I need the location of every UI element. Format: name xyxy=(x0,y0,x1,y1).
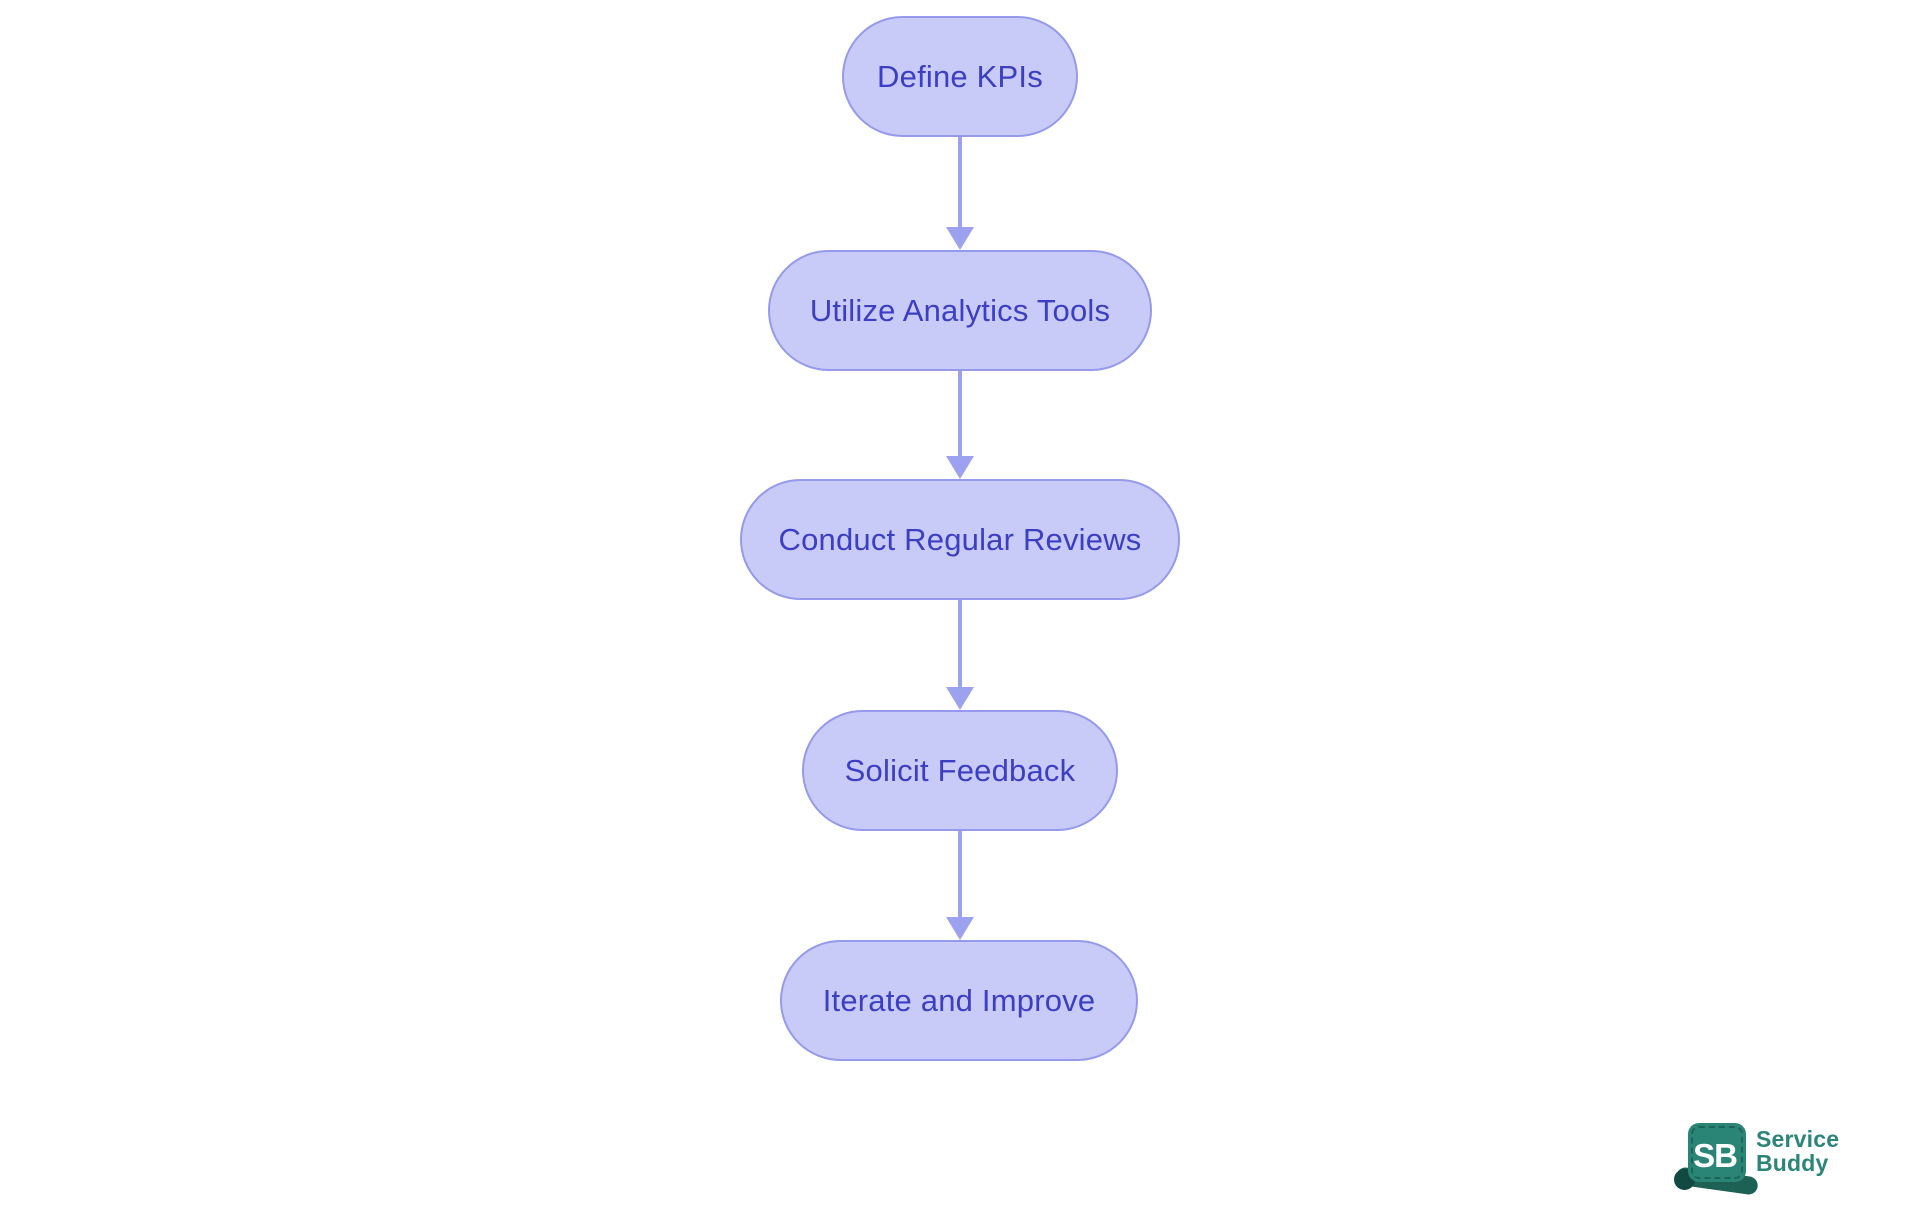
flow-node-label: Utilize Analytics Tools xyxy=(809,292,1111,328)
flow-node-label: Conduct Regular Reviews xyxy=(778,521,1142,557)
arrow-shaft xyxy=(958,831,962,920)
arrow-head-icon xyxy=(946,227,974,250)
logo-wordmark: Service Buddy xyxy=(1756,1127,1839,1175)
flow-node-label: Iterate and Improve xyxy=(822,982,1096,1018)
arrow-shaft xyxy=(958,137,962,230)
service-buddy-logo: SB Service Buddy xyxy=(1672,1116,1912,1210)
flow-node-label: Define KPIs xyxy=(877,58,1043,94)
flow-arrow-2 xyxy=(946,371,974,479)
sb-badge-icon: SB xyxy=(1688,1123,1746,1182)
flow-arrow-3 xyxy=(946,600,974,710)
logo-wordmark-line1: Service xyxy=(1756,1126,1840,1152)
flow-node-iterate-and-improve: Iterate and Improve xyxy=(780,940,1138,1061)
flow-arrow-4 xyxy=(946,831,974,940)
flow-node-label: Solicit Feedback xyxy=(844,752,1076,788)
arrow-head-icon xyxy=(946,456,974,479)
flow-node-utilize-analytics-tools: Utilize Analytics Tools xyxy=(768,250,1152,371)
flow-node-solicit-feedback: Solicit Feedback xyxy=(802,710,1118,831)
flow-node-conduct-regular-reviews: Conduct Regular Reviews xyxy=(740,479,1180,600)
arrow-head-icon xyxy=(946,687,974,710)
arrow-shaft xyxy=(958,600,962,690)
flow-node-define-kpis: Define KPIs xyxy=(842,16,1078,137)
flow-arrow-1 xyxy=(946,137,974,250)
arrow-shaft xyxy=(958,371,962,459)
arrow-head-icon xyxy=(946,917,974,940)
logo-wordmark-line2: Buddy xyxy=(1756,1150,1829,1176)
sb-badge-text: SB xyxy=(1693,1136,1738,1174)
